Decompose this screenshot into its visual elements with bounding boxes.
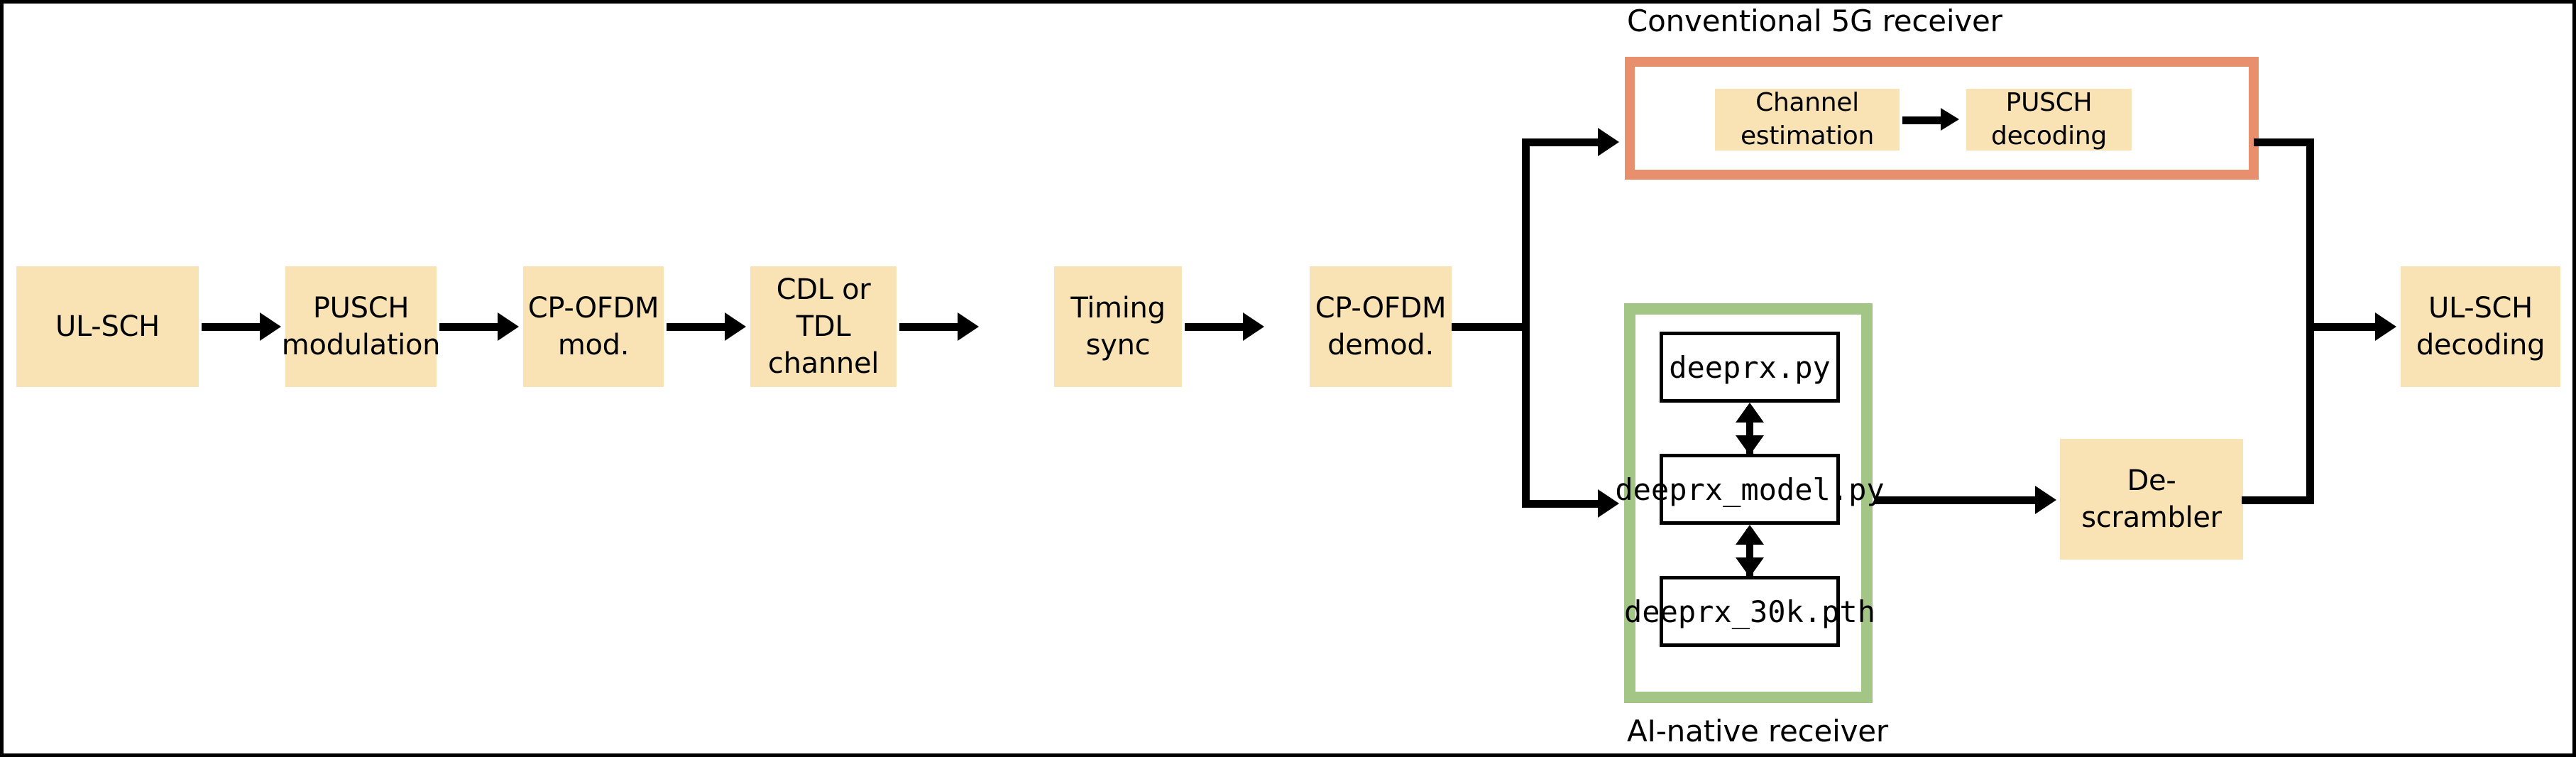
block-cp-ofdm-mod: CP-OFDM mod. [523,266,664,387]
arrowhead-weights-to-model [1736,525,1764,545]
file-deeprx-model-py: deeprx_model.py [1615,454,1885,525]
connector-ai-to-descrambler [1875,496,2038,504]
arrowhead-puschmod-to-cpofdmmod [498,312,519,341]
connector-split-to-ai [1522,500,1600,508]
block-descrambler: De- scrambler [2060,439,2243,560]
conventional-receiver-frame [1625,57,2259,180]
arrowhead-channel-to-timingsync [958,312,979,341]
arrowhead-split-to-ai [1598,489,1619,518]
block-cdl-tdl-channel: CDL or TDL channel [750,266,897,387]
block-timing-sync: Timing sync [1054,266,1182,387]
arrowhead-ulsch-to-puschmod [260,312,281,341]
arrowhead-deeprx-to-model [1736,435,1764,455]
connector-channel-to-timingsync [899,323,960,331]
arrowhead-timingsync-to-cpofdmdemod [1243,312,1264,341]
arrowhead-model-to-weights [1736,557,1764,577]
ai-receiver-frame [1624,303,1873,703]
connector-puschmod-to-cpofdmmod [439,323,500,331]
connector-split-to-conventional [1522,138,1600,146]
arrowhead-merge-to-ulschdecoding [2375,312,2396,341]
block-cp-ofdm-demod: CP-OFDM demod. [1310,266,1452,387]
ai-receiver-caption: AI-native receiver [1627,714,1888,748]
conventional-receiver-caption: Conventional 5G receiver [1627,4,2002,38]
connector-model-to-weights [1746,529,1753,576]
connector-timingsync-to-cpofdmdemod [1185,323,1245,331]
block-ul-sch-decoding: UL-SCH decoding [2401,266,2560,387]
block-pusch-modulation: PUSCH modulation [282,266,441,387]
connector-descrambler-out [2242,496,2314,504]
arrowhead-cpofdmmod-to-channel [725,312,746,341]
connector-split-riser [1522,138,1530,508]
arrowhead-model-to-deeprx [1736,403,1764,423]
connector-cpofdmmod-to-channel [667,323,727,331]
connector-chest-to-puschdec [1902,116,1944,124]
connector-split-stub [1452,323,1530,331]
file-deeprx-30k-pth: deeprx_30k.pth [1624,576,1875,647]
file-deeprx-py: deeprx.py [1660,332,1840,403]
arrowhead-split-to-conventional [1598,128,1619,156]
connector-deeprx-to-model [1746,407,1753,454]
arrowhead-chest-to-puschdec [1941,108,1959,131]
block-ul-sch: UL-SCH [16,266,199,387]
connector-merge-to-ulschdecoding [2306,323,2377,331]
arrowhead-ai-to-descrambler [2035,486,2056,514]
block-channel-estimation: Channel estimation [1715,88,1900,151]
block-pusch-decoding: PUSCH decoding [1966,88,2132,151]
connector-merge-bus [2306,138,2314,501]
connector-conventional-out [2254,138,2314,146]
connector-ulsch-to-puschmod [202,323,262,331]
